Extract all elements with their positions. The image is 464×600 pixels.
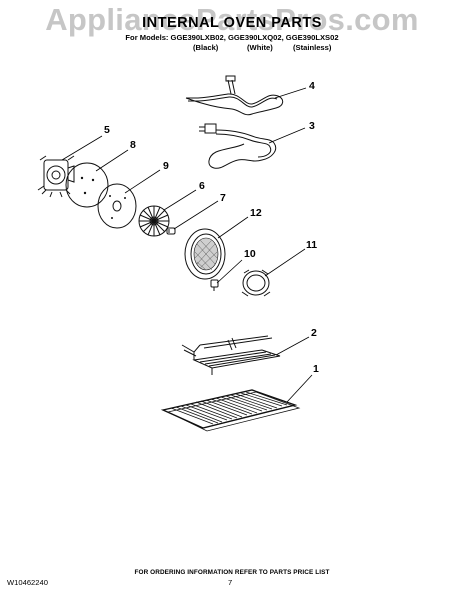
page-title: INTERNAL OVEN PARTS <box>142 15 322 31</box>
fan-nut <box>166 227 176 235</box>
callout-2: 2 <box>311 327 317 339</box>
callout-8: 8 <box>130 139 136 151</box>
callout-3: 3 <box>309 120 315 132</box>
broil-element <box>185 75 284 116</box>
convection-motor <box>37 155 75 198</box>
convection-fan-cover <box>184 228 226 280</box>
callout-12: 12 <box>250 207 262 219</box>
hidden-bake-element <box>181 335 281 375</box>
callout-9: 9 <box>163 160 169 172</box>
oven-rack <box>160 389 301 432</box>
fan-blade <box>138 205 170 237</box>
variant-stainless: (Stainless) <box>293 43 332 52</box>
variant-white: (White) <box>247 43 273 52</box>
callout-7: 7 <box>220 192 226 204</box>
ordering-info: FOR ORDERING INFORMATION REFER TO PARTS … <box>134 569 330 576</box>
callout-4: 4 <box>309 80 315 92</box>
page-number: 7 <box>228 578 233 587</box>
leader-lines <box>61 87 313 403</box>
callout-5: 5 <box>104 124 110 136</box>
element-bracket <box>241 269 271 297</box>
motor-plate <box>65 162 109 208</box>
document-number: W10462240 <box>7 578 48 587</box>
callout-1: 1 <box>313 363 319 375</box>
connector <box>210 279 219 291</box>
callout-10: 10 <box>244 248 256 260</box>
variant-black: (Black) <box>193 43 219 52</box>
callout-6: 6 <box>199 180 205 192</box>
bake-element <box>199 123 277 169</box>
callout-11: 11 <box>306 239 317 251</box>
baffle-plate <box>97 183 137 229</box>
models-line: For Models: GGE390LXB02, GGE390LXQ02, GG… <box>125 33 339 42</box>
